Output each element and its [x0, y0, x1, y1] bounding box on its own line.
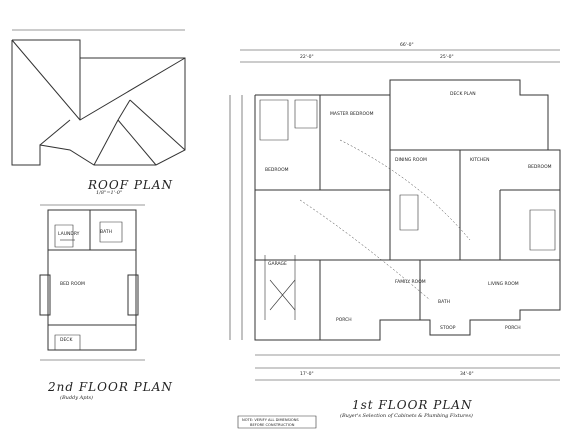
- first-floor-drawing: [230, 50, 560, 380]
- room-label: LIVING ROOM: [488, 282, 519, 287]
- stamp-line-2: BEFORE CONSTRUCTION: [250, 423, 295, 427]
- stamp-box: [238, 416, 316, 428]
- room-label: BATH: [438, 300, 450, 305]
- roof-plan-drawing: [12, 30, 185, 165]
- first-floor-subtitle: (Buyer's Selection of Cabinets & Plumbin…: [340, 413, 473, 419]
- room-label: DECK: [60, 338, 73, 343]
- room-label: FAMILY ROOM: [395, 280, 426, 285]
- room-label: DINING ROOM: [395, 158, 427, 163]
- second-floor-title: 2nd FLOOR PLAN: [48, 380, 173, 394]
- first-floor-title: 1st FLOOR PLAN: [352, 398, 473, 412]
- dimension-label: 25'-0": [440, 55, 454, 60]
- room-label: STOOP: [440, 326, 456, 331]
- second-floor-subtitle: (Buddy Apts): [60, 395, 93, 401]
- dimension-label: 22'-0": [300, 55, 314, 60]
- room-label: PORCH: [336, 318, 352, 323]
- room-label: MASTER BEDROOM: [330, 112, 374, 117]
- dimension-label: 34'-0": [460, 372, 474, 377]
- room-label: BED ROOM: [60, 282, 85, 287]
- room-label: BATH: [100, 230, 112, 235]
- roof-plan-scale: 1/8"=1'-0": [96, 190, 123, 196]
- room-label: GARAGE: [268, 262, 287, 267]
- room-label: BEDROOM: [528, 165, 552, 170]
- room-label: KITCHEN: [470, 158, 490, 163]
- room-label: DECK PLAN: [450, 92, 476, 97]
- roof-plan-title: ROOF PLAN: [88, 178, 174, 192]
- dimension-label: 17'-0": [300, 372, 314, 377]
- room-label: PORCH: [505, 326, 521, 331]
- room-label: BEDROOM: [265, 168, 289, 173]
- stamp-line-1: NOTE: VERIFY ALL DIMENSIONS: [242, 418, 299, 422]
- second-floor-drawing: [40, 205, 145, 360]
- dimension-label: 66'-0": [400, 43, 414, 48]
- room-label: LAUNDRY: [58, 232, 80, 237]
